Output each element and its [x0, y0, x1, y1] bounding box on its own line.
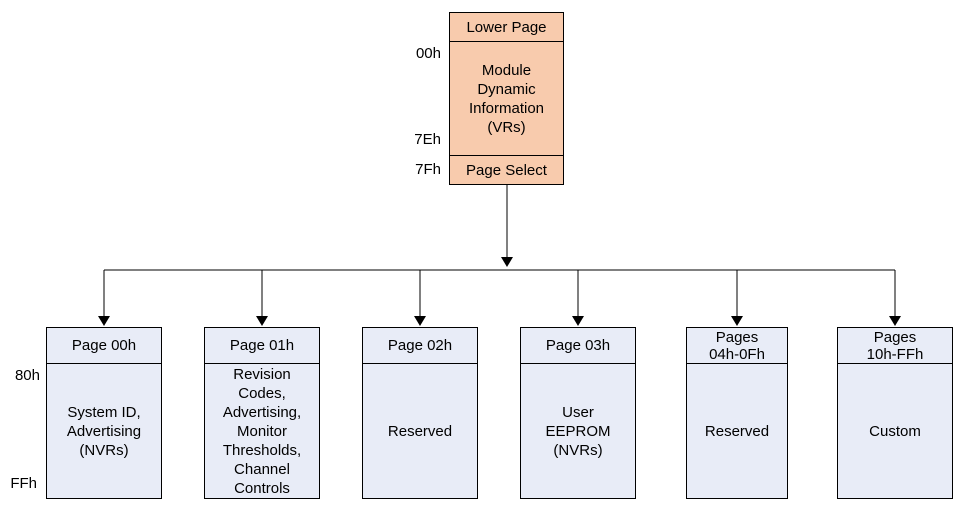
address-00h: 00h	[415, 45, 441, 62]
address-7eh: 7Eh	[414, 131, 441, 148]
pages-10h-ffh-body: Custom	[837, 363, 953, 499]
page-01h-header: Page 01h	[204, 327, 320, 364]
address-80h: 80h	[14, 367, 40, 384]
page-02h-body: Reserved	[362, 363, 478, 499]
pages-10h-ffh-header: Pages 10h-FFh	[837, 327, 953, 364]
page-03h-header: Page 03h	[520, 327, 636, 364]
page-01h-body: Revision Codes, Advertising, Monitor Thr…	[204, 363, 320, 499]
page-select-box: Page Select	[449, 155, 564, 185]
address-ffh: FFh	[10, 475, 37, 492]
address-7fh: 7Fh	[415, 161, 441, 178]
page-00h-body: System ID, Advertising (NVRs)	[46, 363, 162, 499]
page-02h-header: Page 02h	[362, 327, 478, 364]
pages-04h-0fh-body: Reserved	[686, 363, 788, 499]
page-03h-body: User EEPROM (NVRs)	[520, 363, 636, 499]
page-00h-header: Page 00h	[46, 327, 162, 364]
lower-page-body: Module Dynamic Information (VRs)	[449, 41, 564, 156]
lower-page-header: Lower Page	[449, 12, 564, 42]
pages-04h-0fh-header: Pages 04h-0Fh	[686, 327, 788, 364]
